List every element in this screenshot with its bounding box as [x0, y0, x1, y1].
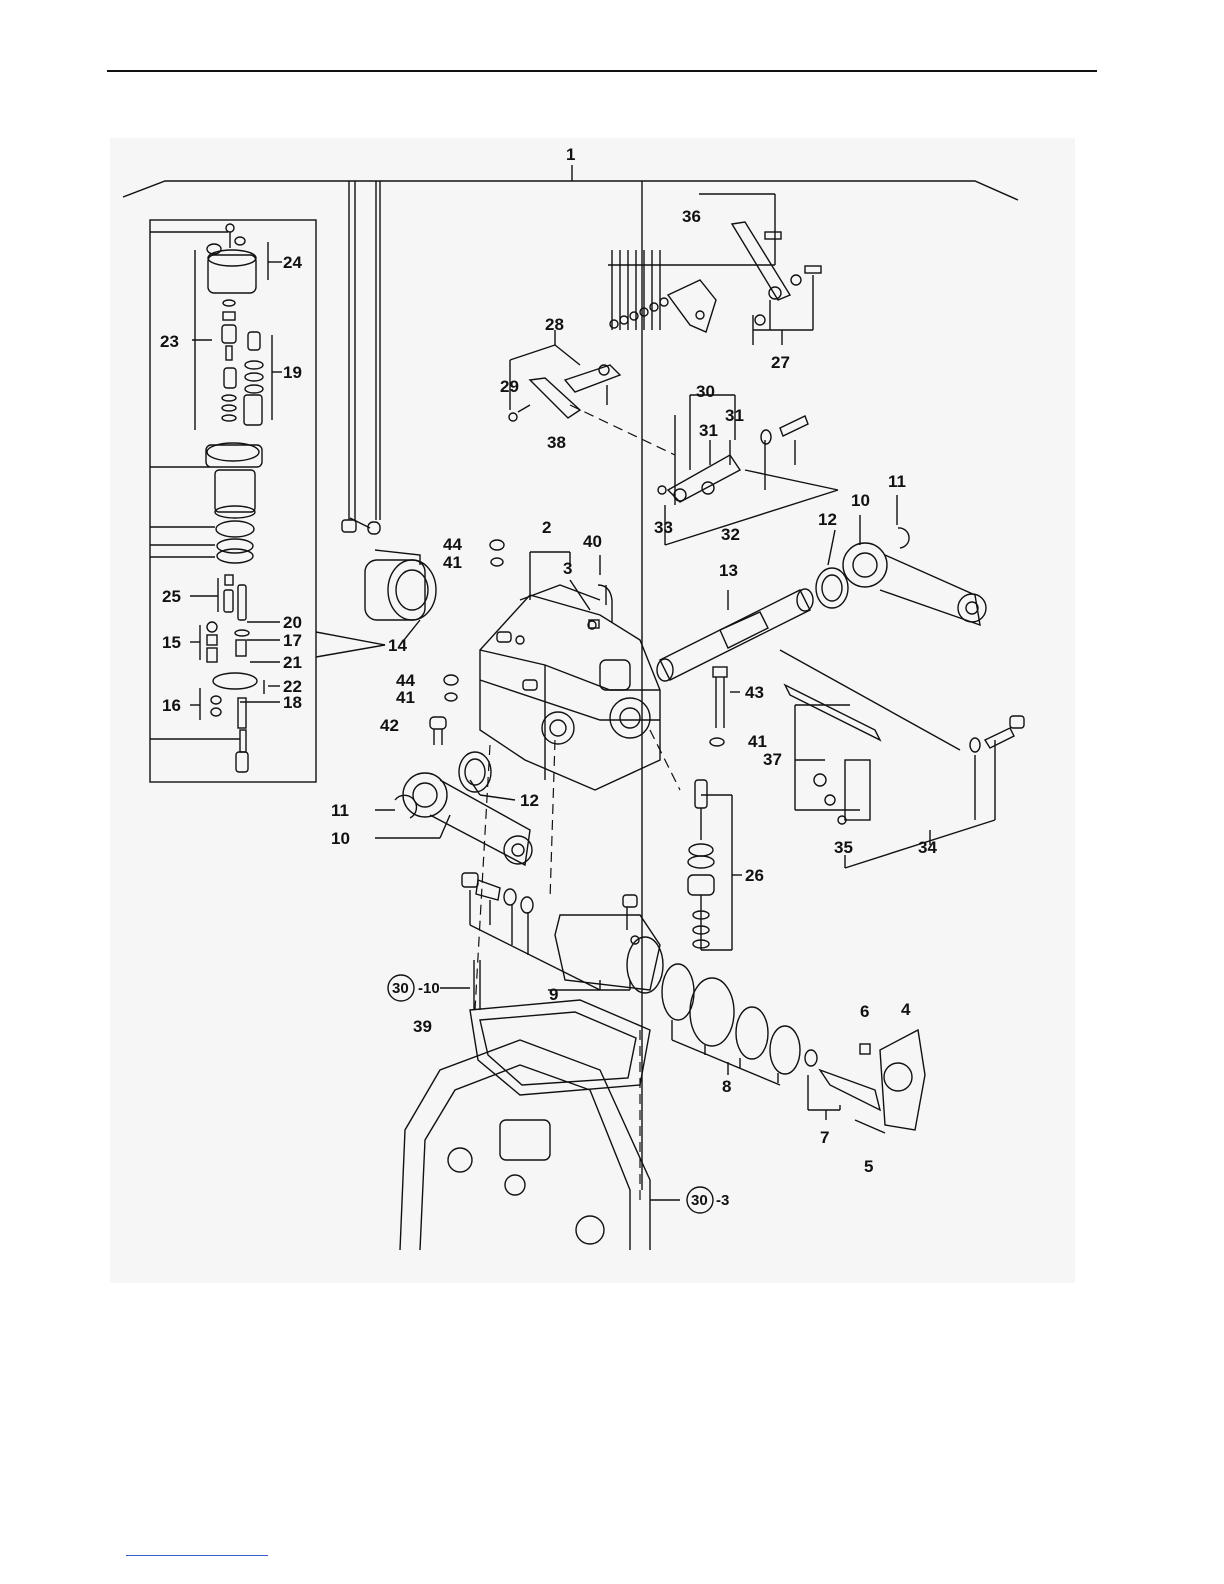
callout-15: 15: [162, 633, 181, 652]
callout-27: 27: [771, 353, 790, 372]
part-10-lift-arm-left: [395, 752, 532, 865]
part-9-cylinder: [462, 873, 663, 993]
callout-5: 5: [864, 1157, 873, 1176]
callout-24: 24: [283, 253, 302, 272]
callout-30: 30: [696, 382, 715, 401]
callout-41-mid: 41: [396, 688, 415, 707]
callout-9: 9: [549, 985, 558, 1004]
part-26-relief-valve: [688, 780, 742, 950]
callout-28: 28: [545, 315, 564, 334]
callout-44-top: 44: [443, 535, 462, 554]
callout-36: 36: [682, 207, 701, 226]
callout-3: 3: [563, 559, 572, 578]
callout-34: 34: [918, 838, 937, 857]
callout-16: 16: [162, 696, 181, 715]
callout-13: 13: [719, 561, 738, 580]
callout-10-right: 10: [851, 491, 870, 510]
part-14-cover: [342, 518, 436, 620]
assembly-bracket-1: [123, 181, 1018, 200]
callout-42: 42: [380, 716, 399, 735]
callout-4: 4: [901, 1000, 911, 1019]
callout-12-right: 12: [818, 510, 837, 529]
callout-6: 6: [860, 1002, 869, 1021]
callout-8: 8: [722, 1077, 731, 1096]
ref-30-10-number: 30: [392, 980, 409, 997]
callout-40: 40: [583, 532, 602, 551]
transmission-case: [400, 1040, 680, 1250]
callout-33: 33: [654, 518, 673, 537]
callout-25: 25: [162, 587, 181, 606]
part-13-shaft: [657, 589, 813, 681]
callout-21: 21: [283, 653, 302, 672]
callout-20: 20: [283, 613, 302, 632]
footer-link-rule: [126, 1555, 268, 1556]
callout-18: 18: [283, 693, 302, 712]
callout-17: 17: [283, 631, 302, 650]
callout-43: 43: [745, 683, 764, 702]
callout-38: 38: [547, 433, 566, 452]
callout-32: 32: [721, 525, 740, 544]
callout-39: 39: [413, 1017, 432, 1036]
ref-30-3-suffix: -3: [716, 1192, 729, 1209]
callout-11-left: 11: [331, 801, 349, 820]
part-10-lift-arm-right: [816, 528, 986, 625]
ref-30-3-number: 30: [691, 1192, 708, 1209]
callout-35: 35: [834, 838, 853, 857]
callout-1: 1: [566, 145, 575, 164]
callout-37: 37: [763, 750, 782, 769]
callout-12-left: 12: [520, 791, 539, 810]
callout-41-top: 41: [443, 553, 462, 572]
callout-10-left: 10: [331, 829, 350, 848]
part-34-linkage: [780, 650, 1024, 868]
part-39-gasket: [470, 960, 650, 1095]
callout-31-b: 31: [699, 421, 718, 440]
callout-7: 7: [820, 1128, 829, 1147]
callout-19: 19: [283, 363, 302, 382]
callout-2: 2: [542, 518, 551, 537]
callout-41-right: 41: [748, 732, 767, 751]
part-8-piston: [662, 964, 817, 1085]
callout-14: 14: [388, 636, 407, 655]
callout-29: 29: [500, 377, 519, 396]
part-4-arm: [808, 1030, 925, 1133]
callout-26: 26: [745, 866, 764, 885]
valve-housing: [480, 585, 660, 790]
ref-30-10-suffix: -10: [418, 980, 440, 997]
callout-31-a: 31: [725, 406, 744, 425]
callout-23: 23: [160, 332, 179, 351]
callout-11-right: 11: [888, 472, 906, 491]
